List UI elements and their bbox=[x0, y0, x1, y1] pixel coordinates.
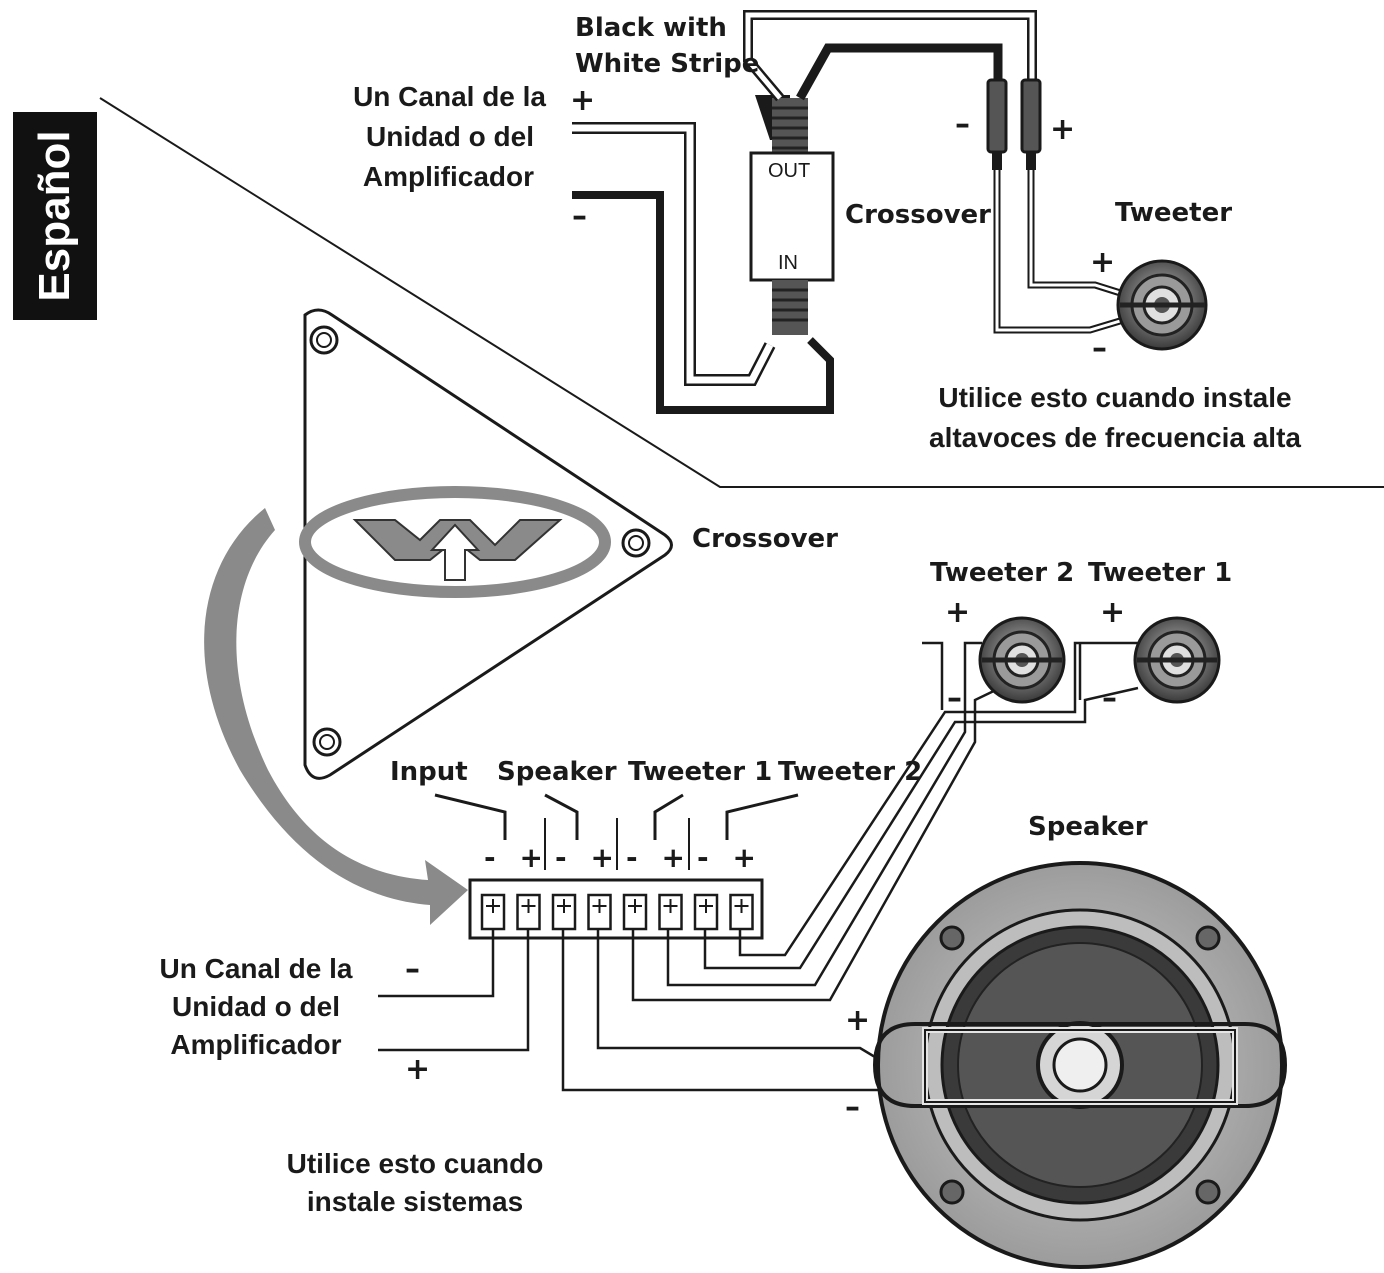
bottom-speaker-label: Speaker bbox=[1028, 812, 1148, 842]
section-divider bbox=[99, 97, 1384, 488]
inline-crossover bbox=[749, 95, 835, 335]
tweeter-1-icon bbox=[1133, 616, 1221, 704]
top-source-line1: Un Canal de la bbox=[353, 81, 546, 112]
curved-arrow-icon bbox=[204, 508, 468, 925]
bottom-source-minus: – bbox=[405, 952, 420, 987]
top-source-line3: Amplificador bbox=[362, 161, 534, 192]
top-tweeter-plus: + bbox=[1090, 245, 1116, 280]
top-tweeter-icon bbox=[1116, 259, 1208, 351]
top-source-minus: – bbox=[572, 199, 587, 234]
top-caption-line2: altavoces de frecuencia alta bbox=[929, 422, 1301, 453]
bottom-source-line3: Amplificador bbox=[170, 1029, 342, 1060]
terminal-sign: + bbox=[590, 841, 614, 874]
bottom-source-label: Un Canal de la Unidad o del Amplificador bbox=[140, 950, 372, 1064]
wire-color-label: Black with White Stripe bbox=[575, 10, 759, 82]
terminal-sign: + bbox=[732, 841, 756, 874]
group-label-speaker: Speaker bbox=[497, 757, 617, 787]
tweeter-2-plus: + bbox=[945, 595, 971, 630]
tweeter-1-minus: – bbox=[1102, 681, 1117, 716]
top-connector-plus: + bbox=[1050, 112, 1076, 147]
crossover-out-label: OUT bbox=[768, 160, 811, 182]
terminal-sign: - bbox=[555, 841, 567, 874]
tweeter-2-label: Tweeter 2 bbox=[930, 558, 1075, 588]
group-label-input: Input bbox=[390, 757, 468, 787]
speaker-plus: + bbox=[845, 1003, 871, 1038]
top-source-plus: + bbox=[570, 83, 596, 118]
top-crossover-label: Crossover bbox=[845, 200, 991, 230]
bottom-caption-line1: Utilice esto cuando bbox=[286, 1148, 544, 1179]
speaker-minus: – bbox=[845, 1090, 860, 1125]
top-connector-minus: – bbox=[955, 107, 970, 142]
group-label-tweeter-2: Tweeter 2 bbox=[778, 757, 923, 787]
terminal-sign: + bbox=[661, 841, 685, 874]
top-tweeter-label: Tweeter bbox=[1115, 198, 1233, 228]
crossover-in-label: IN bbox=[778, 252, 798, 274]
wire-color-label-line1: Black with bbox=[575, 13, 727, 43]
terminal-sign: - bbox=[697, 841, 709, 874]
terminal-sign: - bbox=[484, 841, 496, 874]
language-tab: Español bbox=[13, 112, 97, 320]
tweeter-2-icon bbox=[978, 616, 1066, 704]
bottom-caption-line2: instale sistemas bbox=[306, 1186, 524, 1217]
source-negative-wire bbox=[572, 191, 834, 414]
top-caption-line1: Utilice esto cuando instale bbox=[938, 382, 1292, 413]
terminal-sign: - bbox=[626, 841, 638, 874]
tweeter-1-label: Tweeter 1 bbox=[1088, 558, 1233, 588]
tweeter-connectors bbox=[986, 78, 1042, 170]
group-label-tweeter-1: Tweeter 1 bbox=[628, 757, 773, 787]
terminal-sign: + bbox=[519, 841, 543, 874]
bottom-crossover-label: Crossover bbox=[692, 524, 838, 554]
bottom-source-line2: Unidad o del bbox=[172, 991, 340, 1022]
speaker-icon bbox=[872, 861, 1288, 1269]
wire-color-label-line2: White Stripe bbox=[575, 49, 760, 79]
bottom-caption: Utilice esto cuando instale sistemas bbox=[240, 1145, 590, 1221]
top-tweeter-minus: – bbox=[1092, 331, 1107, 366]
bottom-source-plus: + bbox=[405, 1052, 431, 1087]
tweeter-1-plus: + bbox=[1100, 595, 1126, 630]
brand-logo-icon bbox=[299, 486, 611, 598]
top-source-line2: Unidad o del bbox=[366, 121, 534, 152]
top-caption: Utilice esto cuando instale altavoces de… bbox=[870, 378, 1360, 458]
language-tab-label: Español bbox=[30, 130, 79, 302]
top-source-label: Un Canal de la Unidad o del Amplificador bbox=[318, 77, 546, 197]
source-positive-wire bbox=[572, 122, 776, 386]
tweeter-2-minus: – bbox=[947, 681, 962, 716]
black-wire bbox=[796, 43, 1003, 101]
bottom-source-line1: Un Canal de la bbox=[159, 953, 353, 984]
